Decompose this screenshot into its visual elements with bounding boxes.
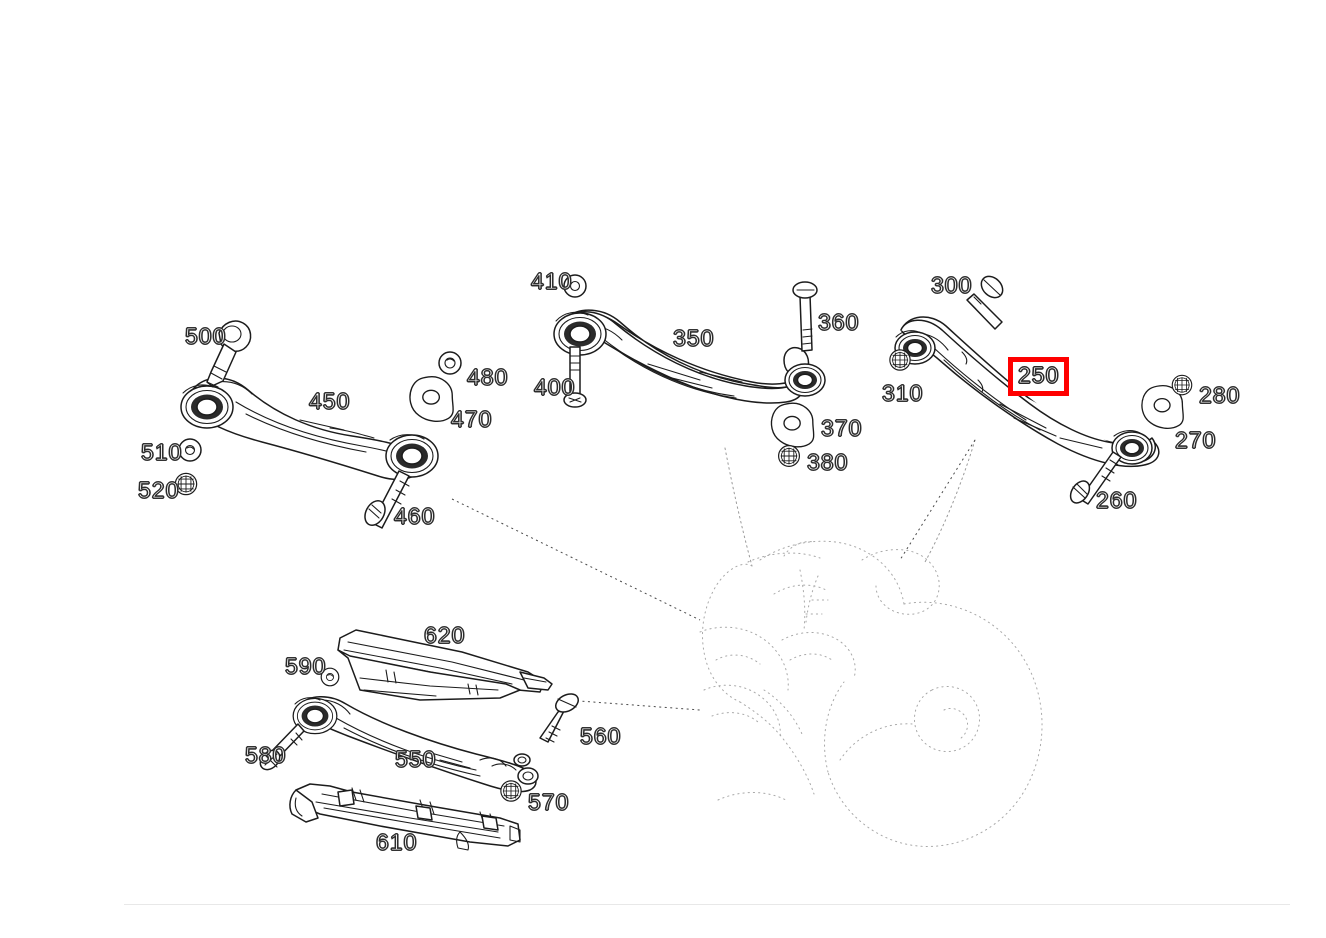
- callout-560: 560: [579, 723, 622, 749]
- part-470-eccentric-bracket: [409, 375, 454, 423]
- callout-270: 270: [1174, 427, 1217, 453]
- part-360-bolt: [792, 281, 818, 352]
- part-260-bolt: [1069, 451, 1122, 505]
- callout-500: 500: [184, 323, 227, 349]
- part-560-bolt: [539, 693, 579, 743]
- callout-350: 350: [672, 325, 715, 351]
- part-350-left-bushing: [553, 311, 607, 356]
- wheel-carrier-phantom: [699, 439, 1043, 847]
- callout-480: 480: [466, 364, 509, 390]
- callout-550: 550: [394, 746, 437, 772]
- part-400-bolt: [563, 346, 587, 408]
- part-610-lower-arm-shield: [289, 783, 521, 851]
- part-450-left-bushing: [180, 384, 234, 429]
- assembly-leader-lines: [451, 439, 976, 711]
- callout-610: 610: [375, 829, 418, 855]
- callout-250-highlighted[interactable]: 250: [1008, 357, 1070, 396]
- part-550-end-eye: [513, 753, 539, 785]
- callout-360: 360: [817, 309, 860, 335]
- part-370-eccentric-bracket: [770, 402, 815, 448]
- callout-470: 470: [450, 406, 493, 432]
- part-380-lock-nut: [777, 445, 801, 467]
- part-480-nut: [438, 351, 462, 375]
- footer-divider: [124, 904, 1290, 905]
- callout-580: 580: [244, 742, 287, 768]
- callout-620: 620: [423, 622, 466, 648]
- callout-520: 520: [137, 477, 180, 503]
- part-450-right-bushing: [385, 434, 439, 478]
- part-570-lock-nut: [500, 780, 522, 802]
- part-280-lock-nut: [1171, 374, 1193, 396]
- callout-410: 410: [530, 268, 573, 294]
- callout-570: 570: [527, 789, 570, 815]
- callout-300: 300: [930, 272, 973, 298]
- callout-310: 310: [881, 380, 924, 406]
- callout-380: 380: [806, 449, 849, 475]
- part-550-bushing: [292, 697, 338, 735]
- callout-460: 460: [393, 503, 436, 529]
- part-550-lower-control-arm: [299, 696, 537, 793]
- callout-510: 510: [140, 439, 183, 465]
- callout-400: 400: [533, 374, 576, 400]
- callout-370: 370: [820, 415, 863, 441]
- callout-590: 590: [284, 653, 327, 679]
- part-300-bolt: [966, 275, 1004, 330]
- callout-450: 450: [308, 388, 351, 414]
- callout-260: 260: [1095, 487, 1138, 513]
- part-500-ball-joint-stud: [206, 320, 252, 388]
- callout-280: 280: [1198, 382, 1241, 408]
- part-250-left-bushing: [894, 330, 936, 365]
- part-410-washer: [563, 274, 587, 298]
- part-250-rear-trailing-arm: [900, 316, 1160, 468]
- part-250-right-bushing: [1111, 430, 1153, 465]
- part-460-bolt: [364, 470, 410, 529]
- part-310-lock-nut: [889, 349, 911, 371]
- part-350-right-bushing: [784, 363, 826, 397]
- part-580-bolt: [259, 723, 305, 771]
- part-620-spring-link-cover: [337, 629, 553, 701]
